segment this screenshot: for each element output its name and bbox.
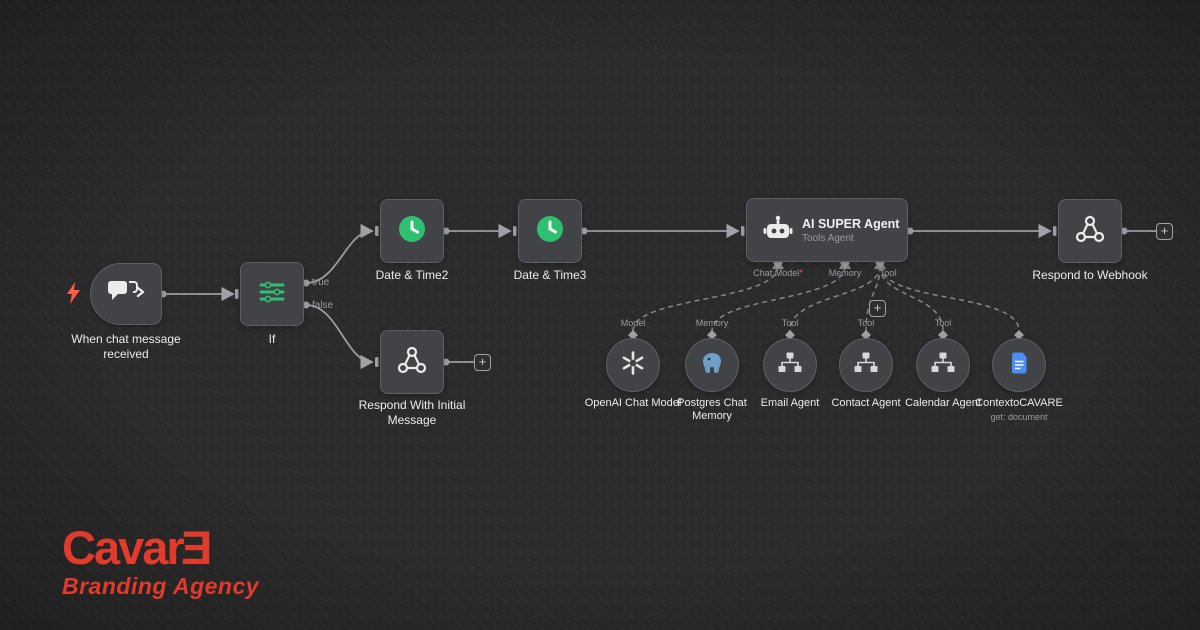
subnode-name: Email Agent [760, 397, 820, 409]
sitemap-icon [854, 352, 878, 378]
port-label-tool: Tool [879, 268, 897, 278]
subnode-port-label: Tool [857, 318, 875, 328]
subnode-name-block: ContextoCAVARE get: document [967, 397, 1071, 423]
filter-if-icon [259, 281, 285, 308]
agent-title-block: AI SUPER Agent Tools Agent [802, 216, 899, 244]
node-label-if: If [268, 332, 276, 346]
webhook-icon [1075, 214, 1105, 249]
openai-icon [620, 350, 646, 381]
node-label-respond-webhook: Respond to Webhook [1032, 268, 1148, 282]
cavare-logo: CavarE Branding Agency [62, 521, 260, 600]
subnode-contact-agent[interactable] [839, 338, 893, 392]
subnode-name: Contact Agent [831, 397, 901, 409]
clock-icon [535, 214, 565, 249]
subnode-port-label: Memory [695, 318, 729, 328]
branch-label-true: true [312, 277, 330, 288]
node-respond-to-webhook[interactable] [1058, 199, 1122, 263]
subnode-port-label: Model [620, 318, 646, 328]
node-label-trigger: When chat message received [71, 332, 181, 361]
subnode-port-label: Tool [781, 318, 799, 328]
subnode-name: ContextoCAVARE [975, 397, 1063, 409]
add-tool-button[interactable]: + [869, 300, 886, 317]
sitemap-icon [931, 352, 955, 378]
node-date-time-3[interactable] [518, 199, 582, 263]
node-label-date-time-3: Date & Time3 [513, 268, 587, 282]
subnode-name: Postgres Chat Memory [677, 397, 747, 423]
agent-subtitle: Tools Agent [802, 232, 854, 244]
subnode-openai-chat-model[interactable] [606, 338, 660, 392]
webhook-icon [397, 345, 427, 380]
clock-icon [397, 214, 427, 249]
subnode-contexto-cavare[interactable] [992, 338, 1046, 392]
lightning-trigger-icon [66, 282, 82, 309]
node-label-respond-initial: Respond With Initial Message [358, 398, 466, 427]
logo-text: Cavar [62, 521, 185, 574]
subnode-port-label: Tool [934, 318, 952, 328]
add-node-button[interactable]: + [474, 354, 491, 371]
port-chat-model-text: Chat Model [753, 268, 800, 278]
required-asterisk: * [799, 268, 803, 278]
node-if[interactable] [240, 262, 304, 326]
robot-icon [763, 215, 793, 246]
subnode-name: Calendar Agent [905, 397, 981, 409]
node-respond-with-initial-message[interactable] [380, 330, 444, 394]
port-label-chat-model: Chat Model* [738, 268, 818, 278]
subnode-calendar-agent[interactable] [916, 338, 970, 392]
agent-title: AI SUPER Agent [802, 217, 900, 232]
subnode-email-agent[interactable] [763, 338, 817, 392]
logo-tagline: Branding Agency [62, 573, 260, 599]
sitemap-icon [778, 352, 802, 378]
port-label-memory: Memory [828, 268, 862, 278]
node-date-time-2[interactable] [380, 199, 444, 263]
add-node-button[interactable]: + [1156, 223, 1173, 240]
logo-wordmark: CavarE [62, 521, 259, 574]
document-icon [1010, 352, 1028, 379]
branch-label-false: false [312, 300, 334, 311]
subnode-operation: get: document [990, 412, 1048, 423]
postgres-icon [700, 351, 724, 380]
node-ai-super-agent[interactable]: AI SUPER Agent Tools Agent [746, 198, 908, 262]
subnode-name: OpenAI Chat Model [584, 397, 682, 409]
logo-reversed-e: E [182, 521, 213, 574]
node-chat-trigger[interactable] [90, 263, 162, 325]
chat-icon [107, 279, 145, 310]
node-label-date-time-2: Date & Time2 [375, 268, 449, 282]
subnode-postgres-chat-memory[interactable] [685, 338, 739, 392]
